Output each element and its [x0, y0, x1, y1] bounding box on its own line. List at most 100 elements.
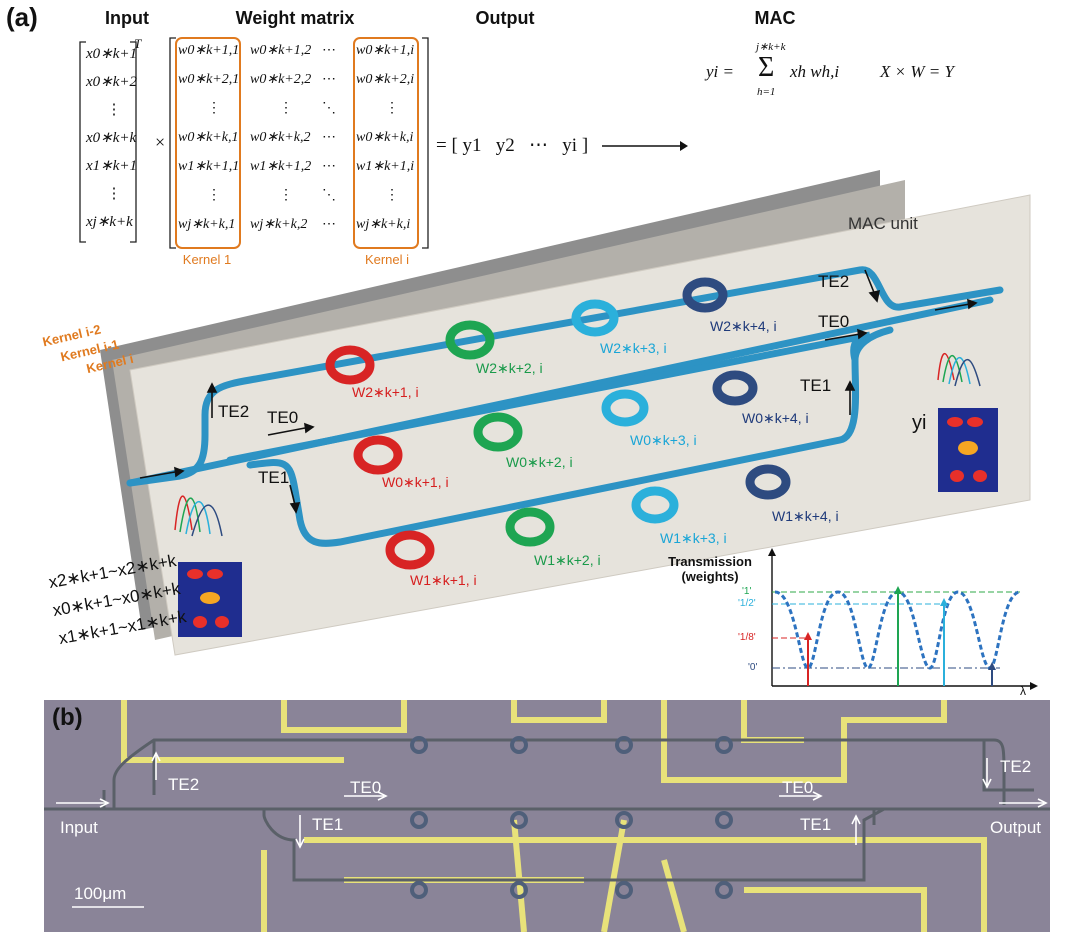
weight-cell: ⋮ — [207, 101, 221, 116]
waveguides — [126, 266, 1004, 547]
ring-green — [505, 507, 555, 547]
spectra-output — [937, 353, 981, 387]
ring-cyan — [571, 299, 619, 337]
weight-cell: ⋯ — [322, 217, 336, 232]
output-yi: yi — [912, 412, 927, 434]
chip-arrows — [56, 751, 1048, 908]
flow-arrows — [139, 269, 978, 514]
label-te2: TE2 — [218, 402, 250, 421]
weight-cell: ⋮ — [385, 188, 399, 203]
mode-image-output — [938, 408, 998, 492]
output-header: Output — [475, 8, 535, 28]
weight-cell: w0∗k+k,1 — [178, 130, 239, 145]
weight-cell: w0∗k+1,i — [356, 43, 415, 58]
weight-cell: w0∗k+1,2 — [250, 43, 312, 58]
weight-cell: ⋮ — [279, 188, 293, 203]
transmission-plot — [768, 548, 1038, 690]
weight-cell: wj∗k+k,1 — [178, 217, 236, 232]
weight-label: W2∗k+3, i — [600, 340, 667, 356]
level-0: '0' — [748, 662, 758, 673]
weight-label: W1∗k+1, i — [410, 572, 477, 588]
input-vector: x0∗k+1 x0∗k+2 ⋮ x0∗k+k x1∗k+1 ⋮ xj∗k+k — [86, 44, 142, 240]
weight-label: W2∗k+2, i — [476, 360, 543, 376]
weight-cell: w0∗k+1,1 — [178, 43, 240, 58]
times-sign: × — [155, 132, 166, 152]
chip-micrograph — [44, 700, 1050, 932]
chip-input-label: Input — [60, 818, 98, 837]
weight-cell: ⋮ — [279, 101, 293, 116]
weight-label: W0∗k+1, i — [382, 474, 449, 490]
label-te1: TE1 — [258, 468, 290, 487]
weight-row: w0∗k+2,1 w0∗k+2,2 ⋯ w0∗k+2,i — [178, 71, 428, 100]
ring-red — [325, 345, 375, 385]
scale-bar-label: 100μm — [74, 884, 127, 903]
chip-rings — [410, 736, 733, 899]
weight-label: W1∗k+2, i — [534, 552, 601, 568]
weight-cell: ⋯ — [322, 159, 336, 174]
input-header: Input — [105, 8, 149, 28]
weight-label: W1∗k+3, i — [660, 530, 727, 546]
label-te0-right: TE0 — [818, 312, 850, 331]
weight-label: W2∗k+4, i — [710, 318, 777, 334]
mac-term: xh wh,i — [790, 62, 840, 81]
weight-row: ⋮ ⋮ ⋱ ⋮ — [178, 187, 428, 216]
mac-unit-label: MAC unit — [848, 214, 918, 233]
weight-label: W1∗k+4, i — [772, 508, 839, 524]
ring-green — [445, 320, 495, 360]
weight-cell: ⋯ — [322, 72, 336, 87]
weight-cell: ⋮ — [207, 188, 221, 203]
kernel-i-caption: Kernel i — [364, 252, 410, 267]
weight-cell: w1∗k+1,2 — [250, 159, 312, 174]
weight-cell: ⋱ — [322, 188, 336, 203]
mac-sum-symbol: Σ — [758, 52, 775, 83]
mac-sum-lower: h=1 — [757, 86, 776, 98]
input-entry: xj∗k+k — [86, 214, 133, 230]
weight-cell: w0∗k+2,1 — [178, 72, 240, 87]
input-entry: x1∗k+1 — [86, 158, 138, 174]
weight-cell: w1∗k+1,1 — [178, 159, 240, 174]
weight-matrix-frame — [169, 37, 429, 249]
ring-cyan — [631, 486, 679, 524]
chip-waveguides — [44, 738, 1050, 882]
input-entry: ⋮ — [106, 102, 122, 118]
chip-layout — [44, 700, 1050, 932]
weight-cell: ⋯ — [322, 43, 336, 58]
level-eighth: '1/8' — [738, 632, 756, 643]
mac-unit-diagram — [100, 170, 1031, 656]
mac-sum-upper: j∗k+k — [756, 41, 786, 53]
mac-lhs: yi = — [706, 62, 734, 81]
weight-cell: wj∗k+k,2 — [250, 217, 308, 232]
chip-te0-right: TE0 — [782, 778, 814, 797]
panel-b-label: (b) — [52, 704, 83, 731]
level-half: '1/2' — [738, 598, 756, 609]
output-vector: = [ y1 y2 ⋯ yi ] — [436, 135, 589, 156]
wavelength-label: λ — [1020, 684, 1026, 698]
input-entry: x0∗k+k — [86, 130, 137, 146]
weight-matrix: w0∗k+1,1 w0∗k+1,2 ⋯ w0∗k+1,i w0∗k+2,1 w0… — [178, 42, 428, 245]
panel-a-label: (a) — [6, 2, 38, 32]
weight-cell: ⋮ — [385, 101, 399, 116]
chip-te2-right: TE2 — [1000, 757, 1032, 776]
transmission-title: Transmission (weights) — [650, 554, 770, 584]
ring-red — [353, 435, 403, 475]
label-te1-right: TE1 — [800, 376, 832, 395]
weight-cell: w1∗k+1,i — [356, 159, 415, 174]
weight-row: w0∗k+1,1 w0∗k+1,2 ⋯ w0∗k+1,i — [178, 42, 428, 71]
waveguide-mid — [226, 331, 871, 464]
weight-cell: w0∗k+2,i — [356, 72, 415, 87]
chip-te0-left: TE0 — [350, 778, 382, 797]
transpose-mark: T — [134, 36, 142, 51]
result-arrow — [602, 141, 688, 151]
ring-green — [473, 412, 523, 452]
ring-array — [325, 277, 791, 570]
input-entry: x0∗k+1 — [86, 46, 138, 62]
chip-te1-right: TE1 — [800, 815, 832, 834]
chip-te2-left: TE2 — [168, 775, 200, 794]
level-1: '1' — [742, 586, 752, 597]
kernel-1-caption: Kernel 1 — [182, 252, 232, 267]
chip-te1-left: TE1 — [312, 815, 344, 834]
weight-row: w1∗k+1,1 w1∗k+1,2 ⋯ w1∗k+1,i — [178, 158, 428, 187]
ring-cyan — [601, 389, 649, 427]
weight-row: ⋮ ⋮ ⋱ ⋮ — [178, 100, 428, 129]
weight-label: W2∗k+1, i — [352, 384, 419, 400]
